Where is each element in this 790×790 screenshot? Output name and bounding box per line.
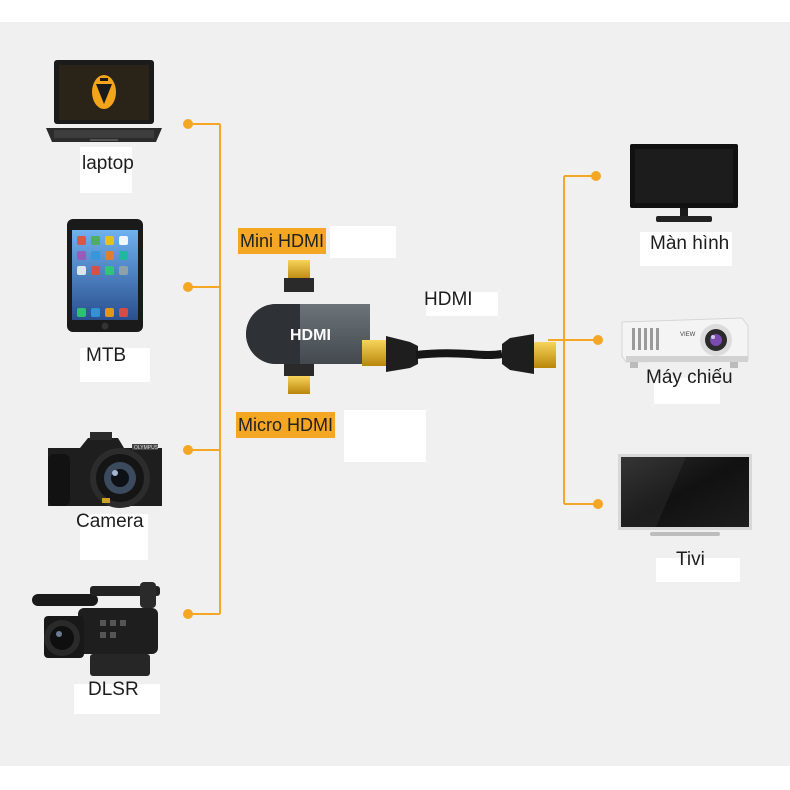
- svg-text:OLYMPUS: OLYMPUS: [134, 445, 159, 451]
- tag-backdrop: [330, 226, 396, 258]
- monitor-icon: [630, 144, 738, 222]
- connector-lines: [183, 119, 603, 619]
- label-tv: Tivi: [676, 549, 705, 570]
- hdmi-adapter-icon: HDMI: [246, 260, 556, 394]
- projector-icon: VIEW: [621, 317, 749, 368]
- camcorder-icon: [32, 582, 160, 676]
- label-backdrop: [80, 147, 132, 193]
- laptop-icon: [46, 60, 162, 142]
- label-backdrop: [80, 348, 150, 382]
- label-projector: Máy chiếu: [646, 367, 733, 388]
- label-camera: Camera: [76, 511, 144, 532]
- diagram-canvas: laptop: [0, 22, 790, 766]
- label-laptop: laptop: [82, 153, 134, 174]
- label-backdrop: [80, 514, 148, 560]
- label-monitor: Màn hình: [650, 233, 730, 254]
- tag-backdrop: [344, 410, 426, 462]
- label-backdrop: [74, 684, 160, 714]
- label-tablet: MTB: [86, 345, 127, 366]
- camera-icon: OLYMPUS: [48, 432, 162, 508]
- label-camcorder: DLSR: [88, 679, 139, 700]
- mini-hdmi-tag: Mini HDMI: [238, 228, 326, 254]
- cable-label: HDMI: [424, 289, 473, 310]
- label-backdrop: [426, 292, 498, 316]
- tv-icon: [618, 454, 752, 536]
- tablet-icon: [67, 219, 143, 332]
- micro-hdmi-tag: Micro HDMI: [236, 412, 335, 438]
- label-backdrop: [654, 378, 720, 404]
- hdmi-logo: HDMI: [290, 327, 331, 344]
- label-backdrop: [640, 232, 732, 266]
- label-backdrop: [656, 558, 740, 582]
- svg-text:VIEW: VIEW: [680, 332, 696, 338]
